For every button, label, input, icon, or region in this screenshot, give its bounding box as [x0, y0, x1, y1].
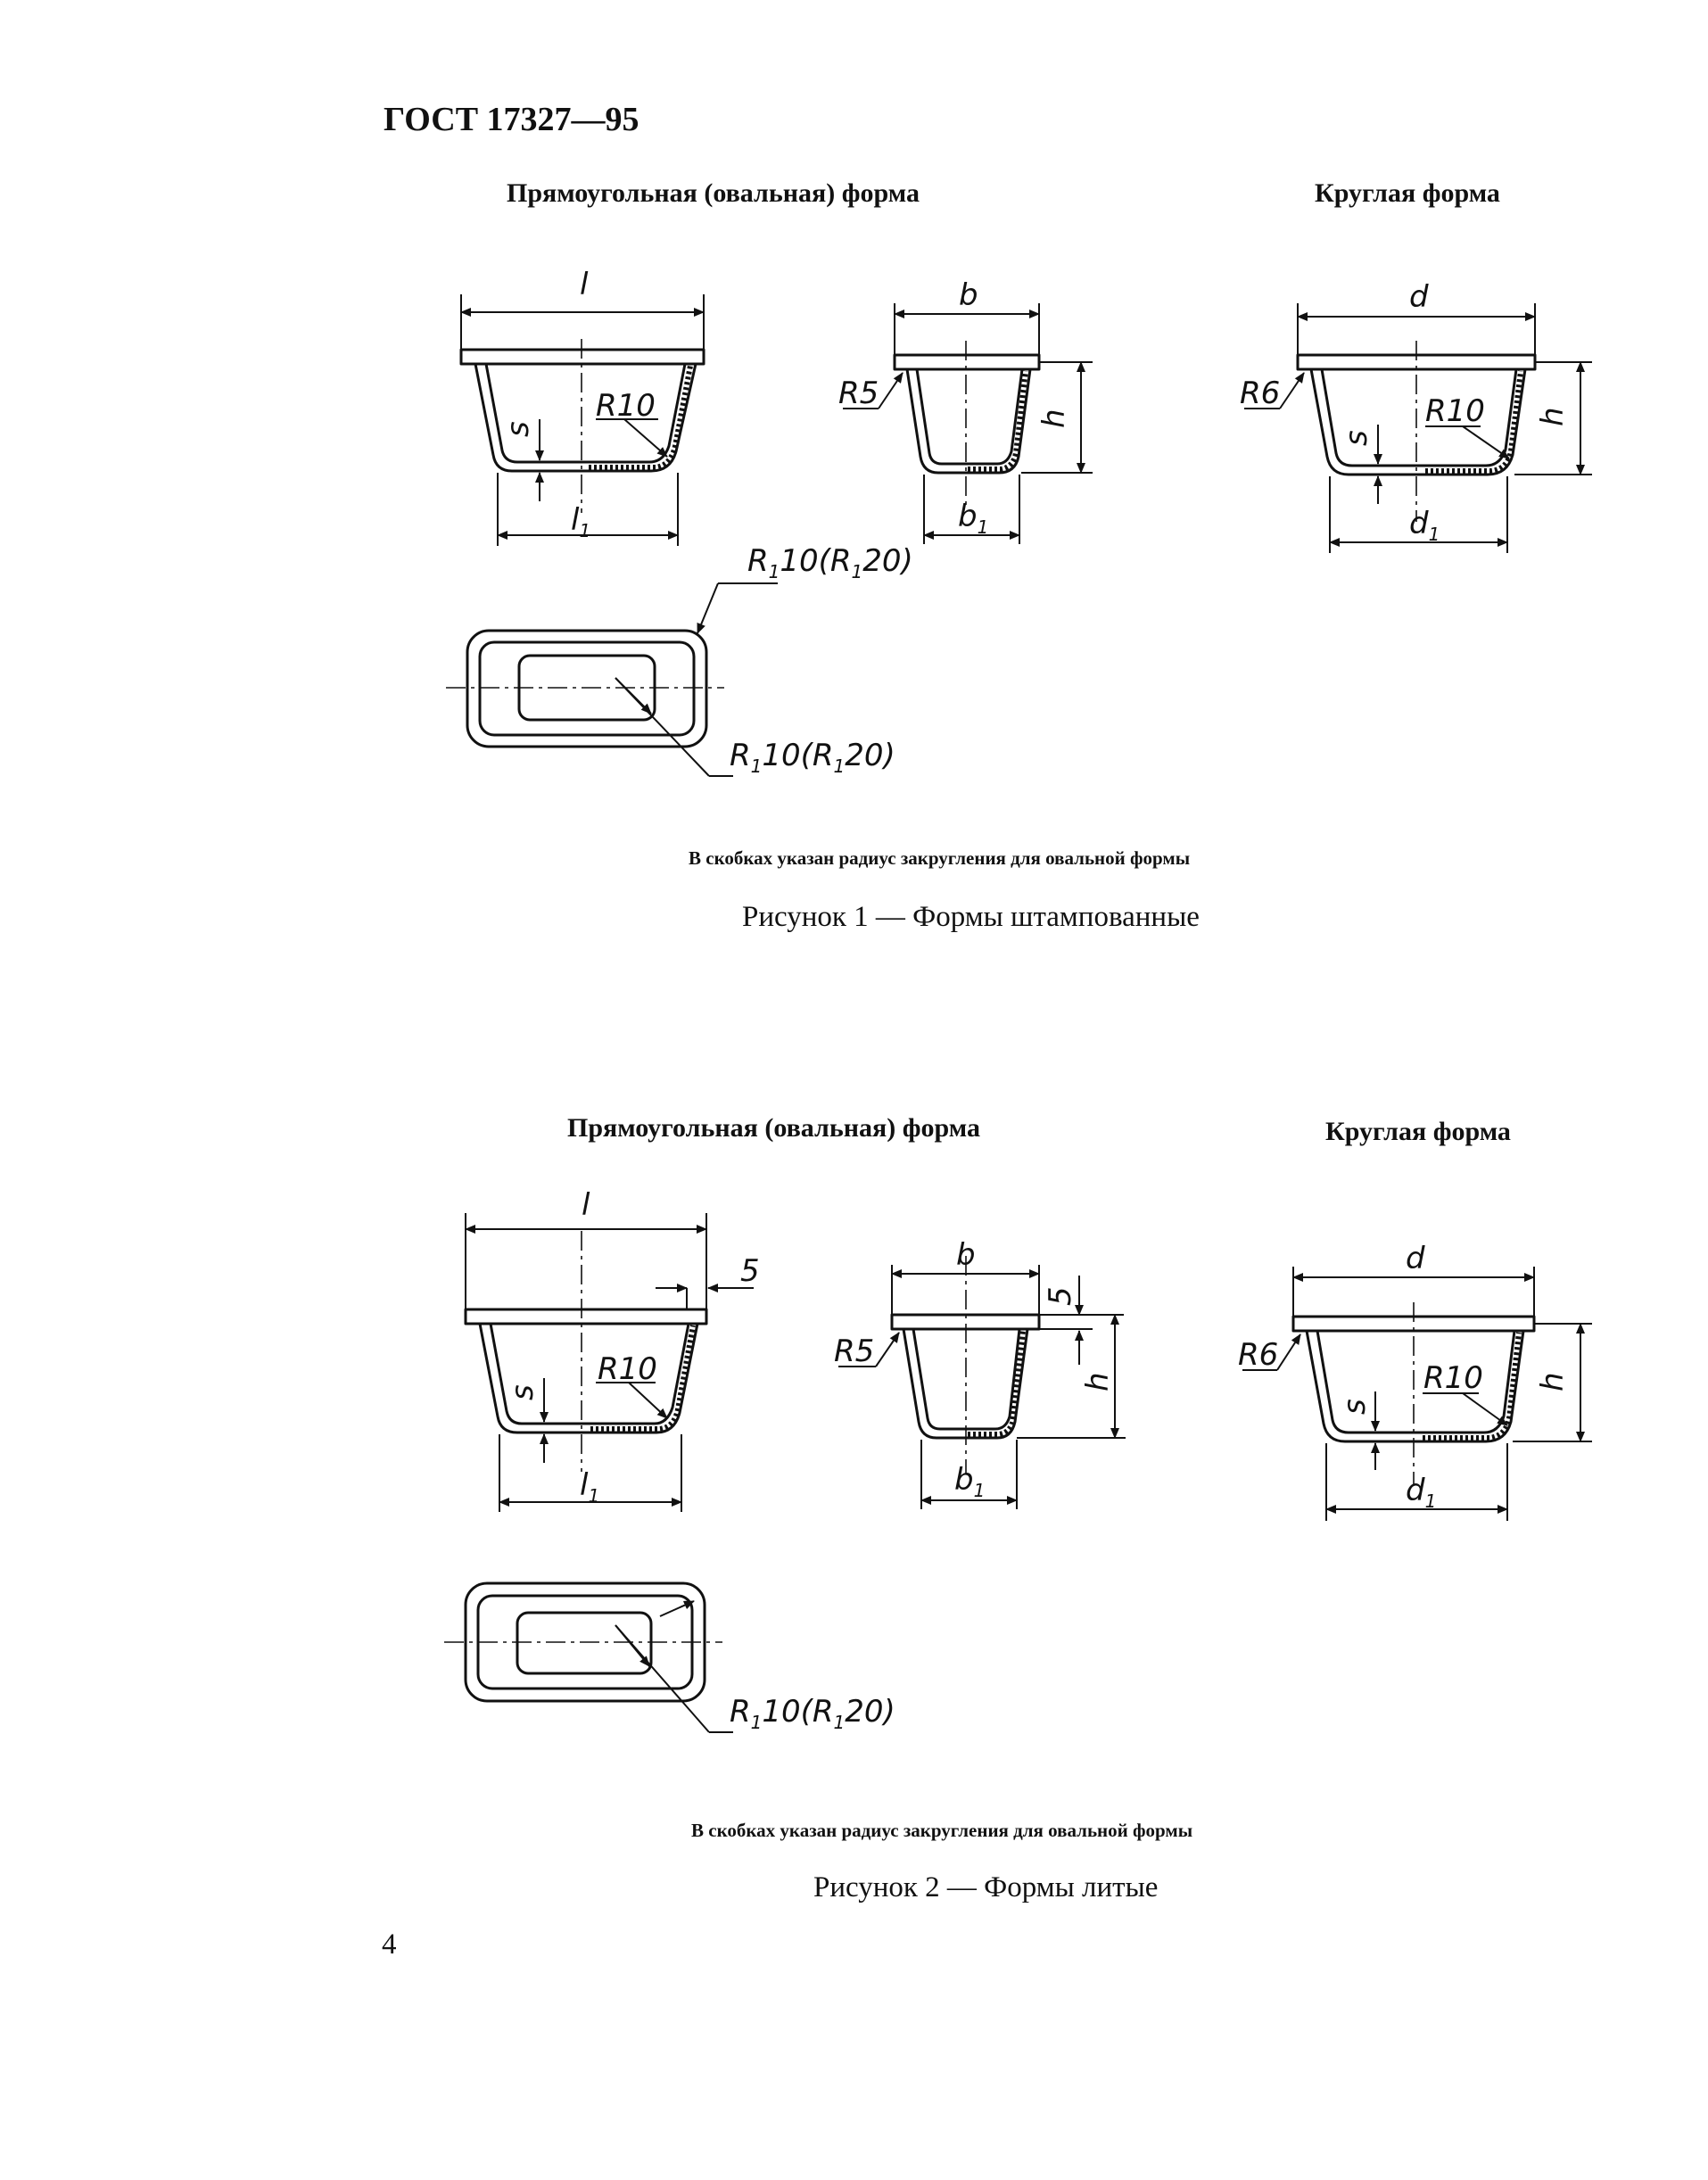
- fig1-narrow-pan: [843, 303, 1093, 544]
- fig2-caption: Рисунок 2 — Формы литые: [813, 1871, 1159, 1903]
- fig1-heading-rectangular: Прямоугольная (овальная) форма: [507, 178, 920, 208]
- fig2-heading-round: Круглая форма: [1325, 1117, 1511, 1146]
- fig2-label-d1: d1: [1406, 1473, 1436, 1512]
- fig1-label-r5: R5: [838, 376, 879, 411]
- fig2-label-five: 5: [740, 1253, 760, 1289]
- page-number: 4: [382, 1928, 397, 1961]
- fig2-label-s: s: [505, 1384, 540, 1400]
- fig1-label-r1-top: R110(R120): [747, 543, 913, 582]
- fig1-rect-pan-side-view: [459, 294, 705, 546]
- fig1-rect-pan-plan-view: [446, 582, 778, 777]
- fig1-label-d1: d1: [1409, 506, 1440, 545]
- fig1-label-d: d: [1409, 279, 1429, 315]
- fig1-caption: Рисунок 1 — Формы штампованные: [742, 901, 1200, 933]
- fig1-label-s-round: s: [1339, 430, 1374, 446]
- fig2-label-h-round: h: [1535, 1372, 1571, 1391]
- fig2-label-s-round: s: [1337, 1399, 1373, 1415]
- fig2-label-l1: l1: [580, 1467, 599, 1507]
- fig1-label-s: s: [500, 421, 536, 437]
- fig2-note: В скобках указан радиус закругления для …: [691, 1820, 1193, 1841]
- fig1-label-r10-round: R10: [1425, 393, 1485, 429]
- fig2-label-h-narrow: h: [1080, 1372, 1116, 1391]
- fig2-rect-pan-side-view: [464, 1213, 754, 1512]
- fig1-label-l1: l1: [571, 502, 590, 541]
- fig2-label-r10: R10: [598, 1351, 657, 1387]
- fig1-heading-round: Круглая форма: [1315, 178, 1500, 208]
- fig1-label-b1: b1: [958, 499, 988, 538]
- fig2-label-l: l: [582, 1187, 590, 1223]
- fig2-label-d: d: [1406, 1241, 1425, 1276]
- fig2-rect-pan-plan-view: [444, 1581, 733, 1733]
- fig2-label-r1-bottom: R110(R120): [730, 1694, 895, 1733]
- fig1-label-r6: R6: [1240, 376, 1280, 411]
- fig2-narrow-pan: [838, 1256, 1126, 1509]
- fig1-label-r1-bottom: R110(R120): [730, 738, 895, 777]
- fig1-label-h-round: h: [1535, 407, 1571, 426]
- fig2-label-r6: R6: [1238, 1337, 1278, 1373]
- fig2-label-r5: R5: [834, 1334, 874, 1369]
- fig2-label-r10-round: R10: [1423, 1360, 1483, 1396]
- fig1-label-b: b: [959, 277, 978, 313]
- fig1-label-h-narrow: h: [1036, 409, 1072, 428]
- fig2-label-five-narrow: 5: [1043, 1286, 1078, 1306]
- fig1-round-pan: [1244, 303, 1592, 553]
- fig2-round-pan: [1242, 1267, 1592, 1521]
- standard-number: ГОСТ 17327—95: [384, 101, 639, 138]
- fig1-label-r10: R10: [596, 388, 656, 424]
- fig2-label-b: b: [956, 1237, 976, 1273]
- fig1-label-l: l: [580, 267, 589, 302]
- fig2-label-b1: b1: [954, 1462, 985, 1501]
- fig2-heading-rectangular: Прямоугольная (овальная) форма: [567, 1113, 980, 1143]
- fig1-note: В скобках указан радиус закругления для …: [689, 847, 1191, 869]
